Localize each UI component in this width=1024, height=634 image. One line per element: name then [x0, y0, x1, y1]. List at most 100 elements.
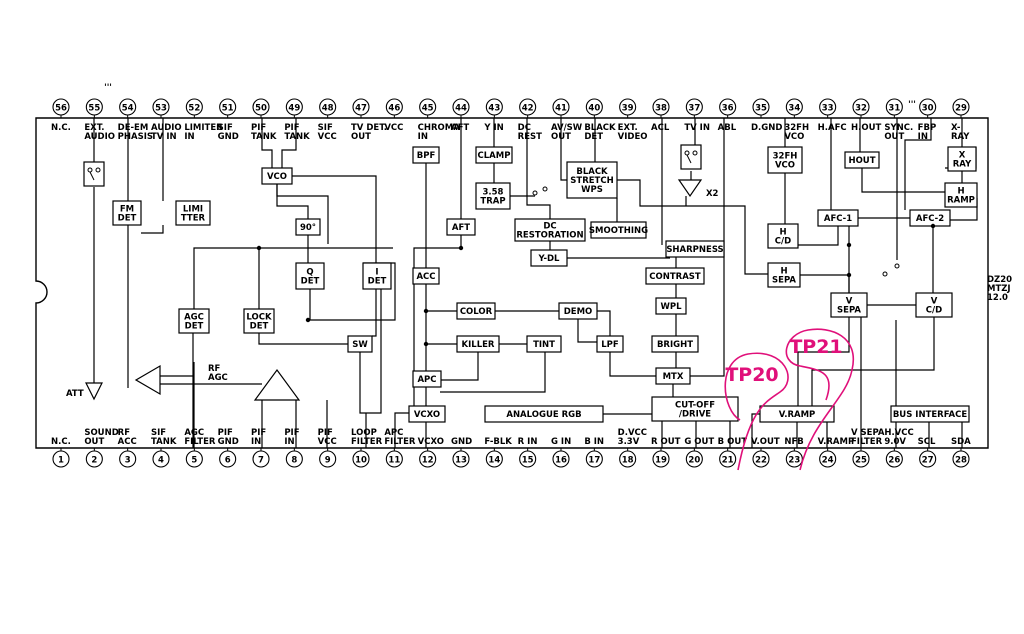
pin-number-14: 14 — [488, 456, 500, 466]
pin-label-30-b: IN — [918, 132, 928, 142]
contrast-label: CONTRAST — [649, 272, 701, 282]
pin-label-8: PIF — [284, 428, 299, 438]
junction-dot-2 — [305, 317, 311, 323]
limiter-label: LIMI — [183, 205, 203, 215]
phase-90-block — [295, 218, 321, 236]
pin-number-56: 56 — [55, 104, 67, 114]
pin-label-41: AV/SW — [551, 123, 583, 133]
pin-label-22: V.OUT — [751, 437, 780, 447]
pin-label-25-b: FILTER — [851, 437, 883, 447]
pin-number-32: 32 — [855, 104, 867, 114]
bright-block — [651, 335, 699, 353]
trap-label: 3.58 — [483, 188, 504, 198]
pin-label-8-b: IN — [284, 437, 294, 447]
phase-90-label: 90° — [300, 223, 316, 233]
wire-37 — [560, 118, 567, 181]
pin-label-54-b: PHASIS — [118, 132, 153, 142]
vcxo-label: VCXO — [414, 410, 440, 420]
video-switch-contact-b — [692, 150, 698, 156]
wire-31 — [577, 319, 597, 343]
pin-label-53: AUDIO — [151, 123, 182, 133]
pin-label-30: FBP — [918, 123, 937, 133]
pin-label-4: SIF — [151, 428, 166, 438]
wire-7 — [261, 118, 273, 168]
rf-agc-label-b: AGC — [208, 373, 228, 383]
pin-label-9-b: VCC — [318, 437, 337, 447]
pin-number-38: 38 — [655, 104, 667, 114]
pin-label-48: SIF — [318, 123, 333, 133]
trap-block — [475, 182, 511, 210]
pin-label-51: SIF — [218, 123, 233, 133]
pin-label-25: V SEPA — [851, 428, 885, 438]
pin-label-45-b: IN — [418, 132, 428, 142]
hramp-label: H — [957, 187, 964, 197]
clamp-label: CLAMP — [478, 151, 511, 161]
pin-label-1: N.C. — [51, 437, 71, 447]
pin-label-51-b: GND — [218, 132, 239, 142]
pin-number-48: 48 — [322, 104, 334, 114]
pin-number-5: 5 — [191, 456, 197, 466]
junction-dot-4 — [423, 341, 429, 347]
black-stretch-label-1: STRETCH — [570, 176, 613, 186]
pin-number-3: 3 — [125, 456, 131, 466]
agc-det-label-1: DET — [185, 322, 204, 332]
pin-label-39: EXT. — [618, 123, 638, 133]
analogue-rgb-label: ANALOGUE RGB — [506, 410, 581, 420]
smoothing-block — [590, 221, 647, 239]
mtx-label: MTX — [663, 372, 684, 382]
audio-switch-box — [83, 161, 105, 187]
xray-label-1: RAY — [953, 160, 972, 170]
pin-number-1: 1 — [58, 456, 64, 466]
agc-det-block — [178, 308, 210, 334]
pin-label-36: ABL — [718, 123, 737, 133]
wire-36 — [526, 118, 551, 219]
wire-68 — [798, 226, 839, 246]
x2-label: X2 — [706, 189, 719, 199]
pin-label-11-b: FILTER — [384, 437, 416, 447]
pin-label-3-b: ACC — [118, 437, 137, 447]
q-det-label: Q — [306, 268, 313, 278]
bright-label: BRIGHT — [657, 340, 693, 350]
vco-32fh-block — [767, 146, 803, 174]
vco-block — [261, 167, 293, 185]
pin-label-34: 32FH — [784, 123, 809, 133]
ic-marking-line-3: 12.0 — [987, 293, 1008, 303]
pin-label-28: SDA — [951, 437, 971, 447]
bpf-block — [412, 146, 440, 164]
hcd-block — [767, 223, 799, 249]
pin-row: 56N.C.55EXT.AUDIO54DE-EMPHASIS53AUDIOTV … — [51, 98, 971, 468]
pin-label-46: VCC — [384, 123, 403, 133]
pin-label-43: Y IN — [483, 123, 503, 133]
lpf-label: LPF — [601, 340, 619, 350]
pin-label-15: R IN — [518, 437, 538, 447]
fm-det-label: FM — [120, 205, 134, 215]
q-det-label-1: DET — [301, 277, 320, 287]
pin-label-27: SCL — [918, 437, 936, 447]
vcd-label-1: C/D — [926, 306, 942, 316]
pin-label-50: PIF — [251, 123, 266, 133]
pin-label-2-b: OUT — [84, 437, 104, 447]
pin-number-10: 10 — [355, 456, 367, 466]
i-det-label: I — [375, 268, 378, 278]
hsepa-block — [767, 262, 801, 288]
pin-number-7: 7 — [258, 456, 264, 466]
pin-label-21: B OUT — [718, 437, 748, 447]
vcxo-block — [408, 405, 446, 423]
sw-label: SW — [352, 340, 368, 350]
xray-block — [947, 146, 977, 172]
acc-label: ACC — [416, 272, 435, 282]
pin-label-13: GND — [451, 437, 472, 447]
pin-label-50-b: TANK — [251, 132, 277, 142]
pin-number-39: 39 — [622, 104, 634, 114]
i-det-block — [362, 262, 392, 290]
pin-number-4: 4 — [158, 456, 164, 466]
vco-32fh-label: 32FH — [773, 152, 798, 162]
pin-label-6-b: GND — [218, 437, 239, 447]
pin-label-40-b: DET — [584, 132, 603, 142]
wire-10 — [292, 175, 377, 263]
afc2-block — [909, 209, 951, 227]
pin-number-2: 2 — [91, 456, 97, 466]
killer-block — [456, 335, 500, 353]
pin-number-29: 29 — [955, 104, 967, 114]
cutoff-block — [651, 396, 739, 422]
